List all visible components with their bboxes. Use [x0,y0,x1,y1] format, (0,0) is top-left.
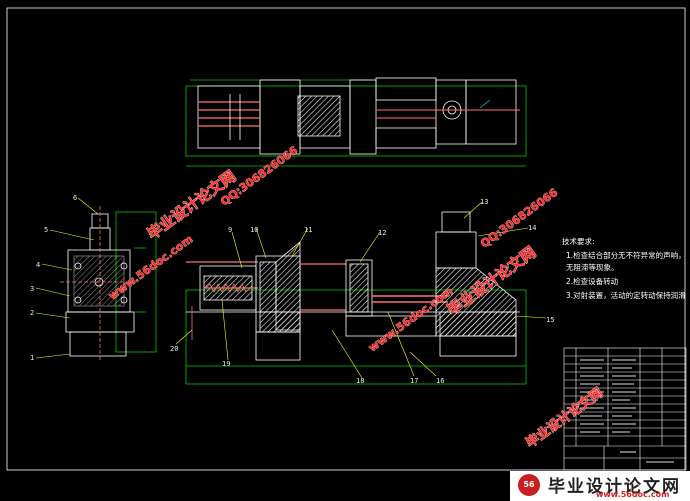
side-view [60,206,157,360]
part-label-14: 14 [528,224,536,232]
part-label-2: 2 [30,309,34,317]
tech-note-line: 无阻滞等现象。 [566,262,619,272]
leader-lines [35,197,547,379]
part-label-10: 10 [250,226,258,234]
footer-brand: 毕业设计论文网 [548,477,681,497]
top-view [185,77,527,167]
part-label-19: 19 [222,360,230,368]
technical-notes: 技术要求: 1.检查结合部分无不符异常的声响， 无阻滞等现象。 2.检查设备转动… [562,236,686,300]
footer-url[interactable]: www.56doc.com [596,490,670,499]
part-label-4: 4 [36,261,40,269]
part-label-20: 20 [170,345,178,353]
site-logo-icon: 56 [518,474,540,496]
tech-note-line: 3.对射装置，活动的定转动保持润滑 [566,290,686,300]
front-view [185,211,527,385]
part-label-13: 13 [480,198,488,206]
footer-banner [510,471,690,501]
part-label-3: 3 [30,285,34,293]
part-label-15: 15 [546,316,554,324]
tech-notes-title: 技术要求: [562,236,595,246]
part-labels: 1 2 3 4 5 6 9 10 11 12 13 14 15 16 17 18… [30,194,554,385]
part-label-9: 9 [228,226,232,234]
part-label-1: 1 [30,354,34,362]
tech-note-line: 1.检查结合部分无不符异常的声响， [566,250,686,260]
part-label-11: 11 [304,226,312,234]
part-label-6: 6 [73,194,77,202]
part-label-12: 12 [378,229,386,237]
watermark-brand: 毕业设计论文网 [523,385,606,451]
part-label-18: 18 [356,377,364,385]
part-label-5: 5 [44,226,48,234]
tech-note-line: 2.检查设备转动 [566,276,619,286]
part-label-16: 16 [436,377,444,385]
part-label-17: 17 [410,377,418,385]
drawing-frame [6,7,686,471]
watermark-qq: QQ:306826066 [478,186,560,251]
title-block [563,347,687,471]
